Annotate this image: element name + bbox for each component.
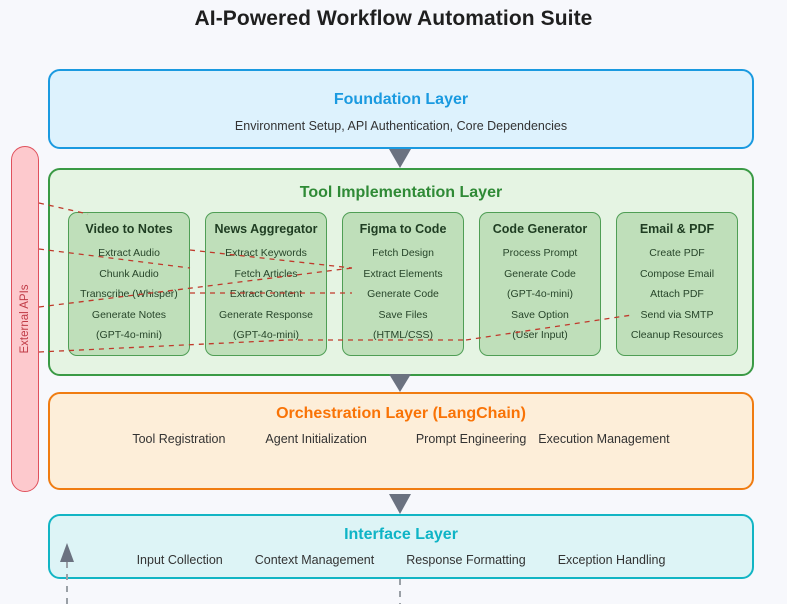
foundation-layer-title: Foundation Layer xyxy=(333,91,469,108)
tool-step: (User Input) xyxy=(512,329,568,341)
tool-card-code-generator[interactable]: Code Generator Process Prompt Generate C… xyxy=(479,212,601,356)
tool-step: Send via SMTP xyxy=(640,308,714,321)
tool-step: (GPT-4o-mini) xyxy=(233,329,299,341)
external-apis-label: External APIs xyxy=(19,284,31,354)
tool-card-title: News Aggregator xyxy=(214,222,318,236)
flow-arrow-tool-to-orchestration xyxy=(389,374,411,392)
flow-arrow-foundation-to-tool xyxy=(389,149,411,168)
tool-step: Generate Code xyxy=(367,288,439,300)
interface-item: Exception Handling xyxy=(557,553,666,567)
tool-card-row: Video to Notes Extract Audio Chunk Audio… xyxy=(68,212,738,358)
tool-step: Cleanup Resources xyxy=(630,329,724,341)
tool-card-video-to-notes[interactable]: Video to Notes Extract Audio Chunk Audio… xyxy=(68,212,190,356)
tool-card-title: Code Generator xyxy=(492,222,588,236)
tool-step: Generate Code xyxy=(504,267,576,280)
orchestration-item: Tool Registration xyxy=(132,432,226,446)
tool-step: Extract Elements xyxy=(363,267,443,280)
tool-step: Fetch Articles xyxy=(234,267,298,280)
external-apis-box[interactable]: External APIs xyxy=(11,146,39,492)
tool-step: Compose Email xyxy=(639,267,715,280)
tool-card-title: Email & PDF xyxy=(639,222,715,236)
tool-step: Extract Audio xyxy=(98,247,160,259)
tool-step: Create PDF xyxy=(649,247,705,259)
tool-step: (HTML/CSS) xyxy=(372,329,434,341)
tool-step: Save Files xyxy=(378,308,428,321)
tool-step: Fetch Design xyxy=(372,247,434,259)
flow-arrow-orchestration-to-interface xyxy=(389,494,411,514)
tool-card-title: Figma to Code xyxy=(359,222,447,236)
tool-card-news-aggregator[interactable]: News Aggregator Extract Keywords Fetch A… xyxy=(205,212,327,356)
interface-item: Input Collection xyxy=(136,553,223,567)
foundation-layer-box[interactable]: Foundation Layer Environment Setup, API … xyxy=(48,69,754,149)
tool-step: Transcribe (Whisper) xyxy=(80,288,178,300)
interface-layer-title: Interface Layer xyxy=(344,526,458,543)
tool-step: Chunk Audio xyxy=(99,267,159,280)
tool-card-email-and-pdf[interactable]: Email & PDF Create PDF Compose Email Att… xyxy=(616,212,738,356)
tool-card-title: Video to Notes xyxy=(85,222,173,236)
tool-implementation-layer-box[interactable]: Tool Implementation Layer Video to Notes… xyxy=(48,168,754,376)
orchestration-layer-title: Orchestration Layer (LangChain) xyxy=(276,405,526,422)
orchestration-item: Agent Initialization xyxy=(265,432,367,446)
tool-step: Generate Response xyxy=(219,308,313,321)
tool-step: Extract Keywords xyxy=(225,247,307,259)
page-title: AI-Powered Workflow Automation Suite xyxy=(194,7,593,30)
interface-item: Response Formatting xyxy=(406,553,526,567)
tool-step: Extract Content xyxy=(229,288,303,300)
foundation-layer-subtitle: Environment Setup, API Authentication, C… xyxy=(234,119,568,133)
tool-step: Save Option xyxy=(511,308,569,321)
orchestration-item: Execution Management xyxy=(538,432,670,446)
orchestration-items: Tool Registration Agent Initialization P… xyxy=(50,432,752,446)
interface-item: Context Management xyxy=(254,553,375,567)
interface-layer-box[interactable]: Interface Layer Input Collection Context… xyxy=(48,514,754,579)
tool-step: (GPT-4o-mini) xyxy=(507,288,573,300)
interface-items: Input Collection Context Management Resp… xyxy=(50,553,752,567)
tool-implementation-layer-title: Tool Implementation Layer xyxy=(299,184,503,201)
tool-step: (GPT-4o-mini) xyxy=(96,329,162,341)
tool-step: Generate Notes xyxy=(91,308,167,321)
tool-step: Attach PDF xyxy=(650,288,704,300)
tool-card-figma-to-code[interactable]: Figma to Code Fetch Design Extract Eleme… xyxy=(342,212,464,356)
orchestration-item: Prompt Engineering xyxy=(415,432,527,446)
orchestration-layer-box[interactable]: Orchestration Layer (LangChain) Tool Reg… xyxy=(48,392,754,490)
tool-step: Process Prompt xyxy=(502,247,578,259)
